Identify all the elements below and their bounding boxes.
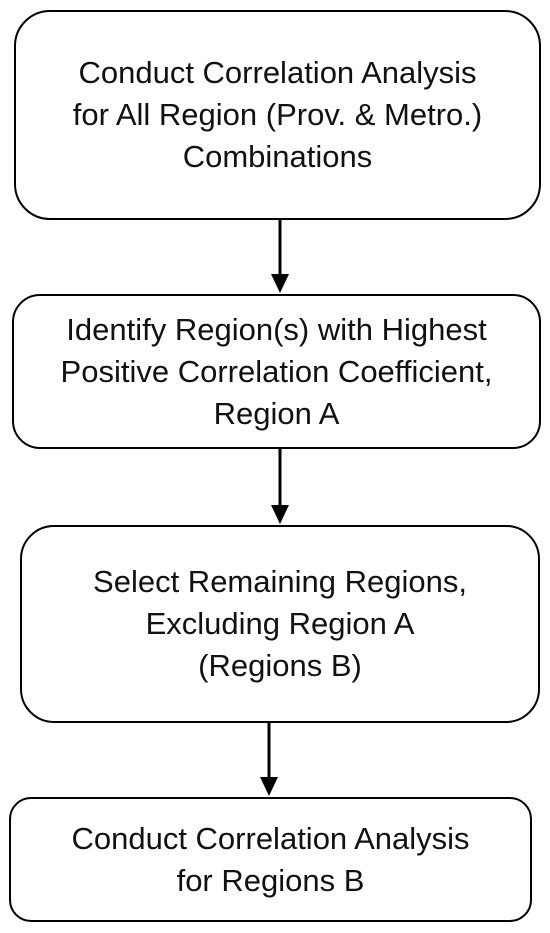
step-2-line-1: Identify Region(s) with Highest [66, 311, 487, 347]
arrow-3-to-4 [260, 723, 278, 796]
step-1-line-1: Conduct Correlation Analysis [78, 55, 477, 90]
step-4-line-2: for Regions B [176, 862, 365, 898]
step-2-line-2: Positive Correlation Coefficient, [60, 353, 493, 389]
step-1-line-3: Combinations [182, 139, 373, 174]
step-2-line-3: Region A [213, 395, 340, 431]
step-4-box: Conduct Correlation Analysis for Regions… [9, 797, 532, 922]
step-1-line-2: for All Region (Prov. & Metro.) [72, 97, 483, 132]
step-2-box: Identify Region(s) with Highest Positive… [12, 294, 541, 449]
step-3-line-1: Select Remaining Regions, [93, 564, 467, 599]
step-4-line-1: Conduct Correlation Analysis [71, 820, 470, 856]
step-3-box: Select Remaining Regions, Excluding Regi… [20, 525, 540, 723]
step-1-box: Conduct Correlation Analysis for All Reg… [14, 10, 541, 220]
arrow-1-to-2 [271, 220, 289, 293]
arrow-2-to-3 [271, 449, 289, 524]
step-3-line-2: Excluding Region A [145, 606, 415, 641]
step-3-line-3: (Regions B) [198, 648, 362, 683]
